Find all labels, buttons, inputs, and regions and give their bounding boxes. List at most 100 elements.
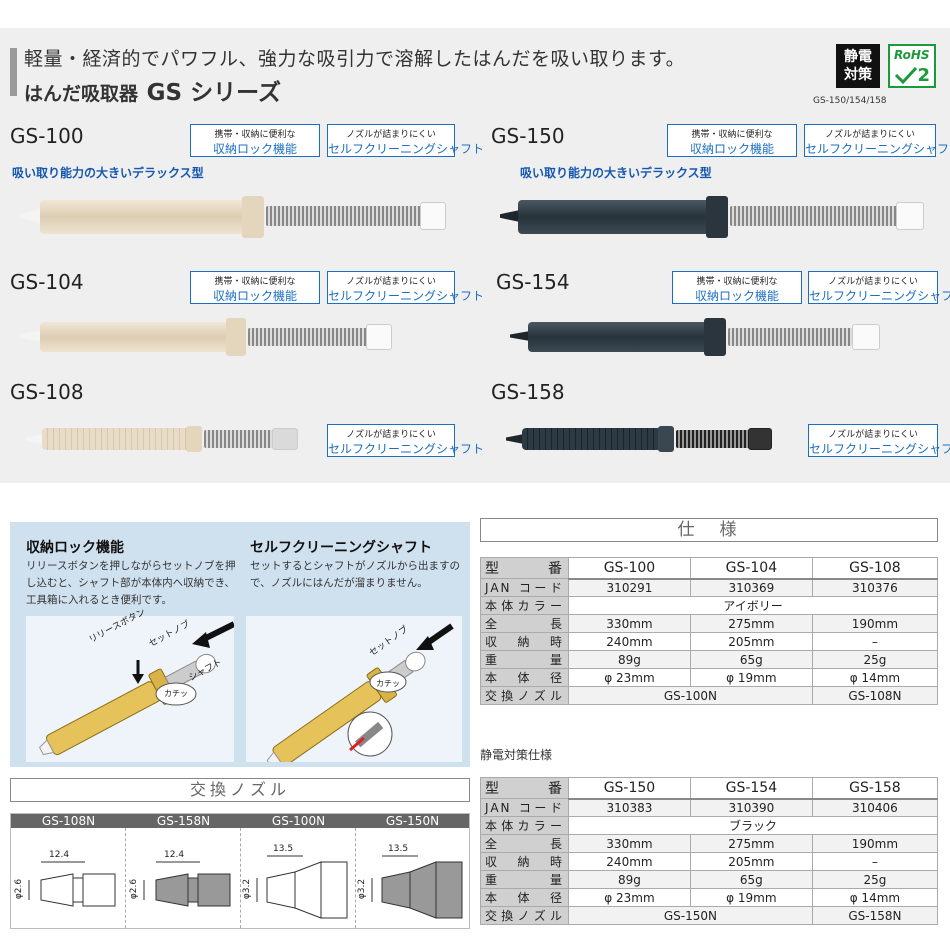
feature-small: 携帯・収納に便利な	[691, 130, 773, 140]
table-row: 全 長 330mm 275mm 190mm	[480, 834, 939, 853]
nozzle-name: GS-150N	[356, 814, 469, 828]
feature-small: ノズルが詰まりにくい	[825, 130, 915, 140]
table-row: JAN コード 310291 310369 310376	[480, 578, 939, 597]
nozzle-large-diagram	[371, 855, 463, 919]
row-label: JAN コード	[480, 798, 569, 817]
row-label: 交換ノズル	[480, 686, 569, 705]
nozzle-diameter: φ2.6	[129, 878, 140, 900]
check-icon	[894, 66, 918, 84]
feature-large: 収納ロック機能	[694, 289, 779, 303]
model-gs-100: GS-100	[10, 124, 84, 148]
catch-copy: 吸い取り能力の大きいデラックス型	[520, 166, 712, 180]
nozzle-cell: GS-150N	[568, 906, 813, 925]
clean-diagram	[266, 623, 454, 768]
lock-title: 収納ロック機能	[26, 540, 124, 556]
tool-image-gs-154	[510, 314, 910, 360]
stored-cell: 205mm	[689, 632, 813, 651]
row-label: JAN コード	[480, 578, 569, 597]
nozzle-length: 13.5	[388, 844, 409, 854]
model-gs-150: GS-150	[491, 124, 565, 148]
feature-badge-clean: ノズルが詰まりにくい セルフクリーニングシャフト	[808, 424, 950, 457]
weight-cell: 65g	[689, 870, 813, 889]
feature-large: セルフクリーニングシャフト	[809, 289, 950, 303]
stored-cell: –	[811, 632, 939, 651]
spec-title: 仕 様	[480, 518, 938, 542]
feature-small: 携帯・収納に便利な	[696, 277, 778, 287]
tool-image-gs-108	[26, 422, 306, 456]
title-accent-bar	[10, 48, 17, 96]
feature-badge-clean: ノズルが詰まりにくい セルフクリーニングシャフト	[327, 124, 484, 157]
lock-text: リリースボタンを押しながらセットノブを押し込むと、シャフト部が本体内へ収納でき、…	[26, 560, 236, 606]
jan-cell: 310369	[689, 578, 813, 597]
feature-large: 収納ロック機能	[212, 142, 297, 156]
clean-illustration	[246, 616, 462, 768]
rohs-badge: RoHS 2	[888, 44, 936, 88]
clean-text: セットするとシャフトがノズルから出ますので、ノズルにはんだが溜まりません。	[250, 560, 460, 589]
esd-badge: 静電 対策	[836, 44, 880, 88]
length-cell: 275mm	[689, 614, 813, 633]
esd-badge-line2: 対策	[844, 67, 872, 83]
row-label: 本体カラー	[480, 596, 569, 615]
row-label: 本 体 径	[480, 668, 569, 687]
stored-cell: –	[811, 852, 939, 871]
length-cell: 190mm	[811, 834, 939, 853]
nozzle-diameter: φ3.2	[357, 878, 368, 900]
row-label: 収 納 時	[480, 632, 569, 651]
nozzle-drawing: 13.5 φ3.2	[241, 828, 356, 928]
row-label: 全 長	[480, 614, 569, 633]
nozzle-length: 12.4	[164, 850, 185, 860]
esd-spec-title: 静電対策仕様	[480, 748, 553, 762]
feature-small: ノズルが詰まりにくい	[828, 430, 918, 440]
jan-cell: 310376	[811, 578, 939, 597]
model-cell: GS-104	[689, 557, 813, 580]
model-gs-104: GS-104	[10, 270, 84, 294]
feature-small: ノズルが詰まりにくい	[346, 130, 436, 140]
nozzle-drawing: 13.5 φ3.2	[356, 828, 469, 928]
nozzle-name: GS-108N	[11, 814, 126, 828]
model-cell: GS-158	[811, 777, 939, 800]
jan-cell: 310406	[811, 798, 939, 817]
color-cell: アイボリー	[568, 596, 938, 615]
table-row: 全 長 330mm 275mm 190mm	[480, 614, 939, 633]
feature-badge-lock: 携帯・収納に便利な 収納ロック機能	[190, 124, 320, 157]
model-cell: GS-108	[811, 557, 939, 580]
weight-cell: 65g	[689, 650, 813, 669]
table-row: 重 量 89g 65g 25g	[480, 650, 939, 669]
stored-cell: 205mm	[689, 852, 813, 871]
series-name: GS シリーズ	[146, 80, 281, 106]
length-cell: 330mm	[568, 614, 691, 633]
table-row: 交換ノズル GS-150N GS-158N	[480, 906, 939, 925]
badge-caption: GS-150/154/158	[813, 96, 887, 106]
table-row: 収 納 時 240mm 205mm –	[480, 852, 939, 871]
table-row: 交換ノズル GS-100N GS-108N	[480, 686, 939, 705]
nozzle-name: GS-100N	[241, 814, 356, 828]
nozzle-cell: GS-158N	[811, 906, 939, 925]
series-prefix: はんだ吸取器	[24, 83, 139, 105]
nozzle-panel: GS-108N GS-158N GS-100N GS-150N 12.4 φ2.…	[10, 813, 470, 929]
nozzle-small-diagram	[28, 861, 116, 907]
nozzle-length: 13.5	[273, 844, 294, 854]
feature-badge-clean: ノズルが詰まりにくい セルフクリーニングシャフト	[808, 271, 950, 304]
feature-large: 収納ロック機能	[689, 142, 774, 156]
row-label: 全 長	[480, 834, 569, 853]
model-gs-158: GS-158	[491, 380, 565, 404]
feature-badge-lock: 携帯・収納に便利な 収納ロック機能	[672, 271, 802, 304]
nozzle-diameter: φ3.2	[242, 878, 253, 900]
label-click: カチッ	[164, 689, 188, 698]
feature-large: セルフクリーニングシャフト	[809, 442, 950, 456]
color-cell: ブラック	[568, 816, 938, 835]
tool-image-gs-100	[20, 192, 460, 242]
diameter-cell: φ 23mm	[568, 668, 691, 687]
diameter-cell: φ 14mm	[811, 888, 939, 907]
tool-image-gs-158	[506, 422, 786, 456]
spec-table-ivory: 型 番 GS-100 GS-104 GS-108 JAN コード 310291 …	[480, 557, 939, 705]
feature-badge-clean: ノズルが詰まりにくい セルフクリーニングシャフト	[804, 124, 950, 157]
feature-badge-lock: 携帯・収納に便利な 収納ロック機能	[190, 271, 320, 304]
feature-small: ノズルが詰まりにくい	[828, 277, 918, 287]
diameter-cell: φ 14mm	[811, 668, 939, 687]
weight-cell: 89g	[568, 870, 691, 889]
product-panel	[0, 28, 950, 483]
feature-badge-clean: ノズルが詰まりにくい セルフクリーニングシャフト	[327, 424, 484, 457]
table-row: 本体カラー ブラック	[480, 816, 938, 835]
row-label: 重 量	[480, 650, 569, 669]
